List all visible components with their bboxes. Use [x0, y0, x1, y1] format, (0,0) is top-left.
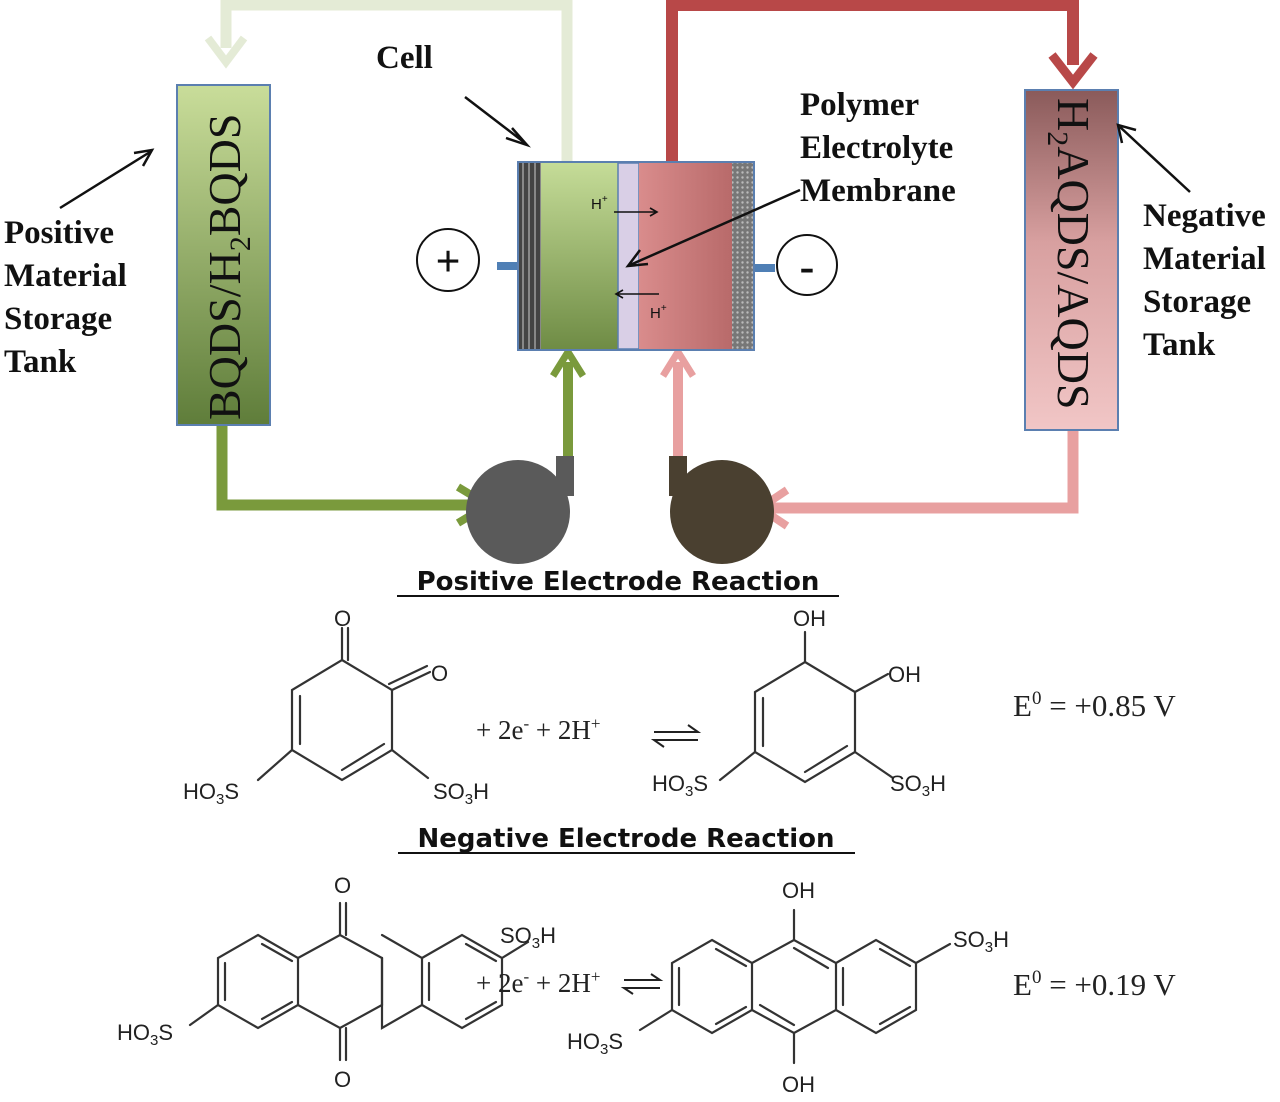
svg-text:O: O — [334, 873, 351, 898]
svg-text:+: + — [435, 237, 460, 286]
positive-return-arrowhead — [204, 35, 248, 69]
positive-tank-label-line1: Positive — [4, 215, 114, 251]
positive-equilibrium-arrows — [650, 724, 702, 748]
negative-tank-pointer-arrow — [1116, 123, 1191, 193]
proton-arrow-bottom — [614, 289, 659, 299]
positive-potential: E0 = +0.85 V — [1013, 688, 1176, 723]
svg-text:HO3S: HO3S — [652, 771, 708, 800]
svg-text:HO3S: HO3S — [117, 1020, 173, 1049]
negative-tank-to-pump-pipe — [770, 430, 1079, 514]
membrane-label-line3: Membrane — [800, 173, 956, 209]
svg-text:SO3H: SO3H — [890, 771, 946, 800]
negative-potential: E0 = +0.19 V — [1013, 967, 1176, 1002]
negative-flow-arrowhead — [1048, 52, 1098, 90]
positive-tank-to-pump-pipe — [216, 425, 470, 511]
positive-tank-species: BQDS/H2BQDS — [199, 114, 257, 420]
negative-equilibrium-arrows — [620, 973, 664, 995]
aqds-structure: O O SO3H HO3S — [117, 873, 556, 1092]
positive-reagents: + 2e- + 2H+ — [476, 714, 600, 745]
svg-text:-: - — [800, 242, 815, 291]
svg-text:SO3H: SO3H — [500, 923, 556, 952]
cell-label: Cell — [376, 40, 433, 76]
svg-text:SO3H: SO3H — [953, 927, 1009, 956]
svg-text:OH: OH — [782, 1072, 815, 1097]
positive-reaction-title: Positive Electrode Reaction — [417, 567, 820, 597]
negative-tank-label-line4: Tank — [1143, 327, 1216, 363]
negative-terminal — [755, 264, 775, 272]
negative-cell-inlet-arrowhead — [660, 345, 696, 378]
proton-arrow-top — [614, 207, 659, 217]
negative-half-cell — [639, 163, 732, 349]
negative-pump — [669, 456, 774, 564]
bqds-structure: O O HO3S SO3H — [183, 606, 489, 808]
negative-reaction-title: Negative Electrode Reaction — [418, 824, 835, 854]
negative-terminal-symbol: - — [776, 234, 838, 296]
negative-tank-label-line3: Storage — [1143, 284, 1251, 320]
proton-label-bottom: H+ — [650, 303, 667, 322]
svg-text:SO3H: SO3H — [433, 779, 489, 808]
positive-pump — [466, 456, 574, 564]
negative-electrode — [732, 163, 753, 349]
negative-reagents: + 2e- + 2H+ — [476, 967, 600, 998]
membrane-pointer-arrow — [625, 188, 801, 268]
positive-return-pipe — [220, 0, 573, 162]
negative-tank-label-line2: Material — [1143, 241, 1266, 277]
h2aqds-structure: OH OH SO3H HO3S — [567, 878, 1009, 1097]
membrane-label-line1: Polymer — [800, 87, 919, 123]
proton-label-top: H+ — [591, 194, 608, 213]
svg-text:HO3S: HO3S — [567, 1029, 623, 1058]
svg-text:HO3S: HO3S — [183, 779, 239, 808]
positive-electrode — [519, 163, 541, 349]
svg-text:O: O — [431, 661, 448, 686]
positive-half-cell — [541, 163, 618, 349]
svg-text:OH: OH — [888, 662, 921, 687]
svg-text:OH: OH — [793, 606, 826, 631]
svg-text:O: O — [334, 1067, 351, 1092]
positive-tank-label-line4: Tank — [4, 344, 77, 380]
positive-storage-tank: BQDS/H2BQDS — [176, 84, 271, 426]
negative-storage-tank: H2AQDS/AQDS — [1024, 89, 1119, 431]
positive-tank-pointer-arrow — [59, 148, 155, 210]
svg-text:OH: OH — [782, 878, 815, 903]
positive-tank-label-line2: Material — [4, 258, 127, 294]
h2bqds-structure: OH OH HO3S SO3H — [652, 606, 946, 800]
negative-flow-pipe — [666, 0, 1079, 162]
positive-tank-label-line3: Storage — [4, 301, 112, 337]
svg-text:O: O — [334, 606, 351, 631]
membrane-label-line2: Electrolyte — [800, 130, 953, 166]
positive-terminal — [497, 262, 517, 270]
negative-tank-label-line1: Negative — [1143, 198, 1266, 234]
positive-terminal-symbol: + — [416, 228, 480, 292]
positive-cell-inlet-arrowhead — [550, 345, 586, 378]
cell-pointer-arrow — [464, 96, 532, 148]
negative-tank-species: H2AQDS/AQDS — [1041, 98, 1099, 410]
